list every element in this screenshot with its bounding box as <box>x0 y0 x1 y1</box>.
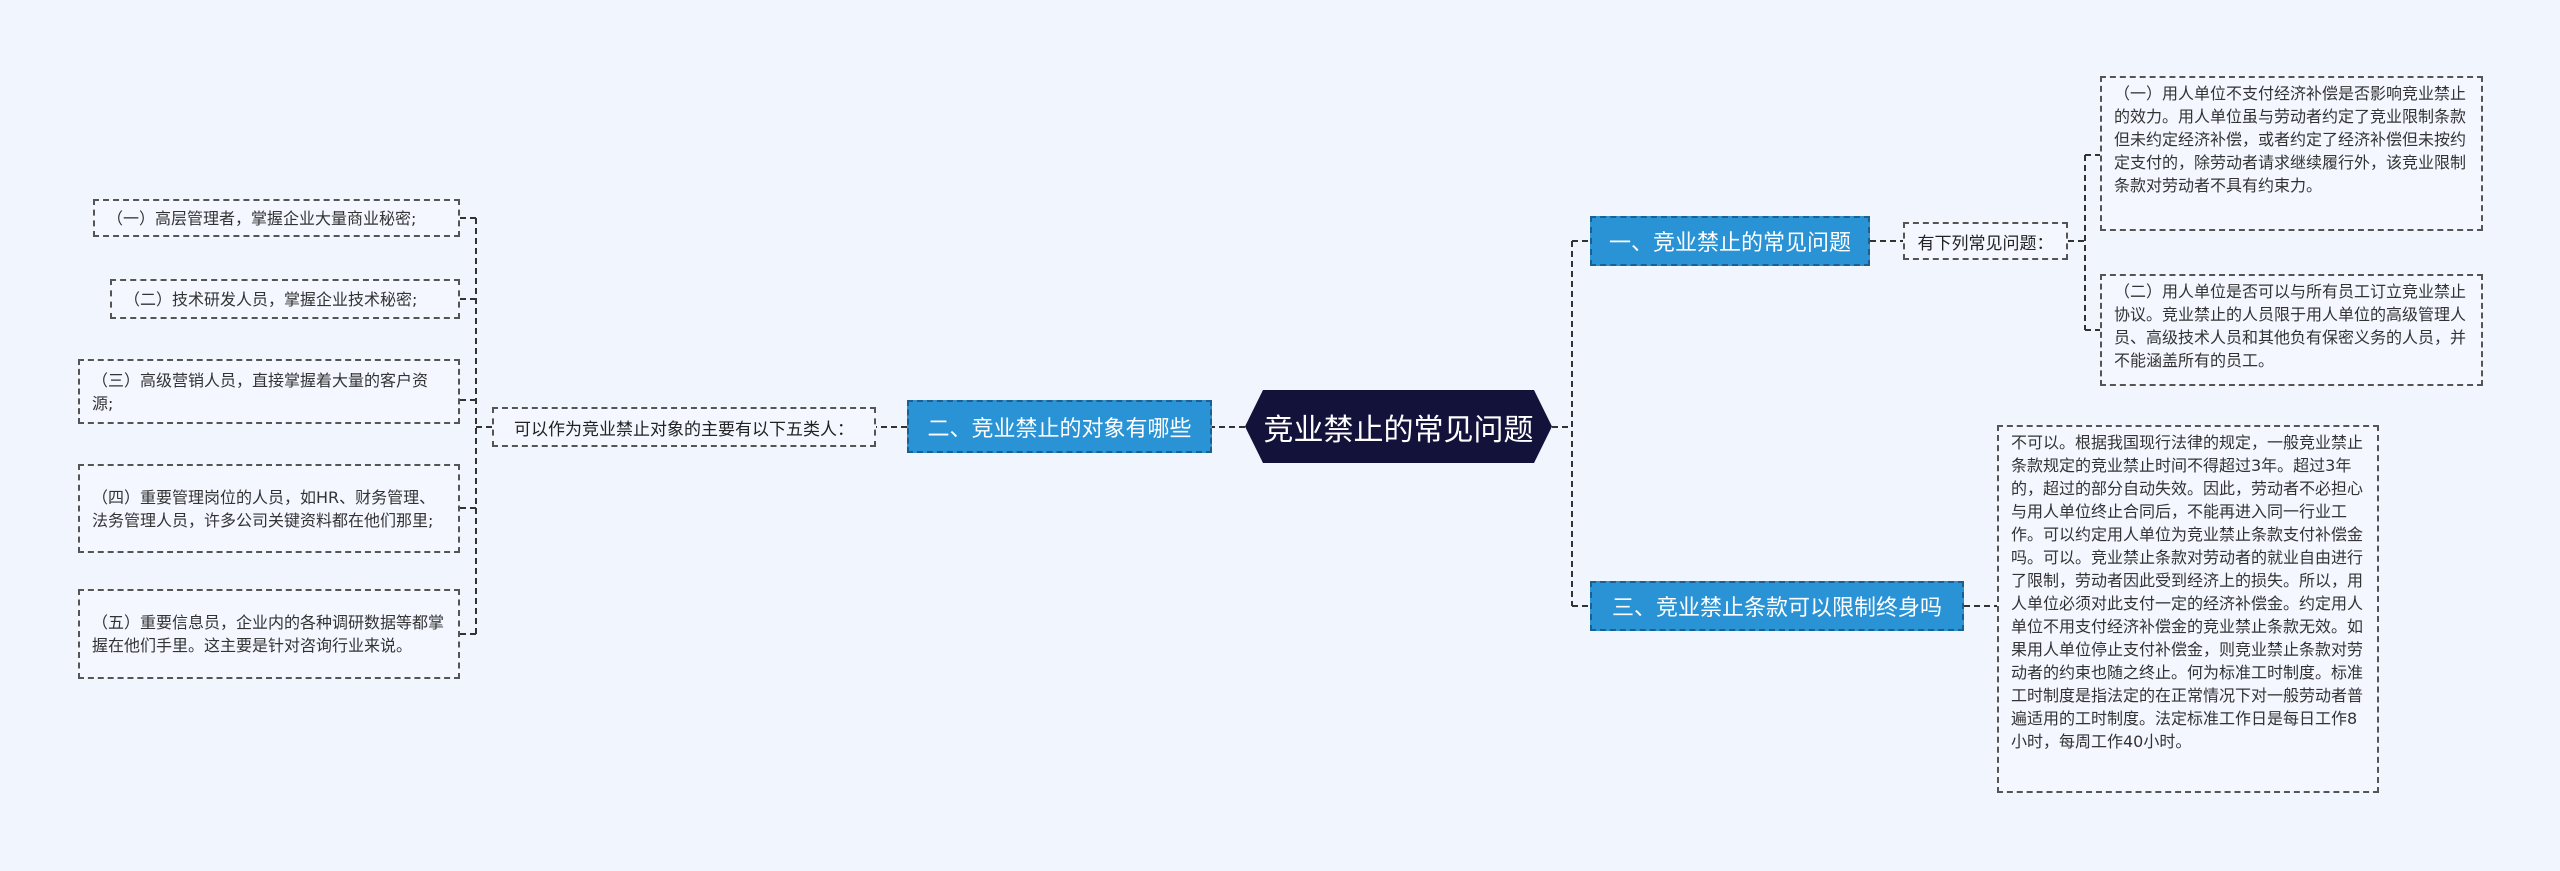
leaf-all-employees[interactable]: （二）用人单位是否可以与所有员工订立竞业禁止协议。竞业禁止的人员限于用人单位的高… <box>2100 274 2483 386</box>
leaf-senior-sales-text: （三）高级营销人员，直接掌握着大量的客户资源; <box>92 370 429 413</box>
connector-five-categories-label: 可以作为竞业禁止对象的主要有以下五类人： <box>514 419 854 440</box>
leaf-key-managers-text: （四）重要管理岗位的人员，如HR、财务管理、法务管理人员，许多公司关键资料都在他… <box>92 487 436 530</box>
leaf-all-employees-text: （二）用人单位是否可以与所有员工订立竞业禁止协议。竞业禁止的人员限于用人单位的高… <box>2114 282 2467 370</box>
branch-common-issues[interactable]: 一、竞业禁止的常见问题 <box>1590 216 1870 266</box>
connector-five-categories[interactable]: 可以作为竞业禁止对象的主要有以下五类人： <box>492 407 876 447</box>
leaf-lifetime-answer-text: 不可以。根据我国现行法律的规定，一般竞业禁止条款规定的竞业禁止时间不得超过3年。… <box>2011 433 2364 751</box>
connector-common-issues-label: 有下列常见问题： <box>1917 233 2054 254</box>
central-topic[interactable]: 竞业禁止的常见问题 <box>1245 390 1552 463</box>
leaf-info-staff[interactable]: （五）重要信息员，企业内的各种调研数据等都掌握在他们手里。这主要是针对咨询行业来… <box>78 589 460 679</box>
leaf-info-staff-text: （五）重要信息员，企业内的各种调研数据等都掌握在他们手里。这主要是针对咨询行业来… <box>92 613 445 655</box>
branch-lifetime-limit-label: 三、竞业禁止条款可以限制终身吗 <box>1611 596 1942 621</box>
leaf-rd-staff-text: （二）技术研发人员，掌握企业技术秘密; <box>124 289 418 309</box>
branch-common-issues-label: 一、竞业禁止的常见问题 <box>1608 231 1851 256</box>
leaf-senior-managers[interactable]: （一）高层管理者，掌握企业大量商业秘密; <box>93 199 460 237</box>
leaf-lifetime-answer[interactable]: 不可以。根据我国现行法律的规定，一般竞业禁止条款规定的竞业禁止时间不得超过3年。… <box>1997 425 2379 793</box>
branch-restricted-persons[interactable]: 二、竞业禁止的对象有哪些 <box>907 400 1212 453</box>
leaf-compensation-validity[interactable]: （一）用人单位不支付经济补偿是否影响竞业禁止的效力。用人单位虽与劳动者约定了竞业… <box>2100 76 2483 231</box>
branch-restricted-persons-label: 二、竞业禁止的对象有哪些 <box>927 416 1192 442</box>
branch-lifetime-limit[interactable]: 三、竞业禁止条款可以限制终身吗 <box>1590 581 1964 631</box>
leaf-rd-staff[interactable]: （二）技术研发人员，掌握企业技术秘密; <box>110 279 460 319</box>
central-topic-label: 竞业禁止的常见问题 <box>1263 412 1534 448</box>
leaf-senior-sales[interactable]: （三）高级营销人员，直接掌握着大量的客户资源; <box>78 359 460 424</box>
leaf-key-managers[interactable]: （四）重要管理岗位的人员，如HR、财务管理、法务管理人员，许多公司关键资料都在他… <box>78 464 460 553</box>
leaf-senior-managers-text: （一）高层管理者，掌握企业大量商业秘密; <box>107 208 417 228</box>
leaf-compensation-validity-text: （一）用人单位不支付经济补偿是否影响竞业禁止的效力。用人单位虽与劳动者约定了竞业… <box>2114 84 2467 195</box>
connector-common-issues[interactable]: 有下列常见问题： <box>1903 222 2068 260</box>
